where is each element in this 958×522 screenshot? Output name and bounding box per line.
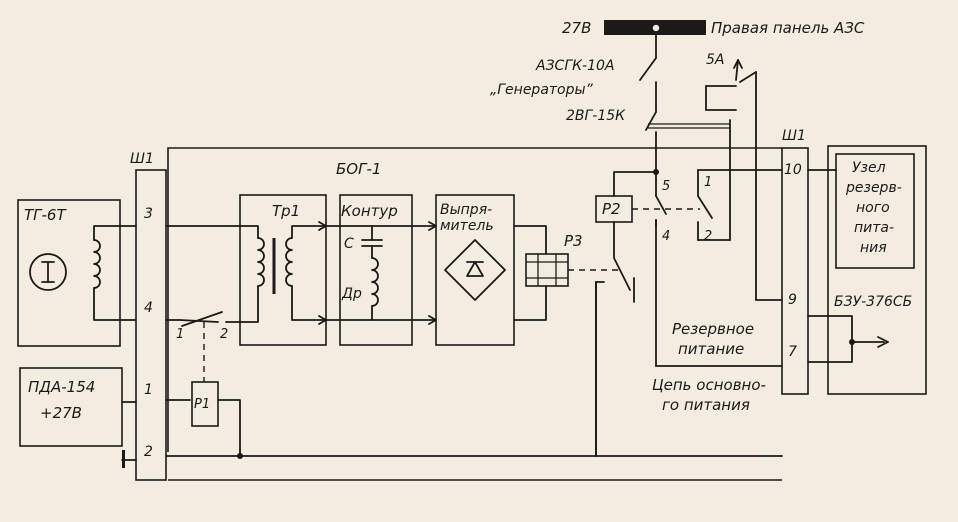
relay-p2-label: Р2 <box>602 200 621 218</box>
reserve-unit-line3: ного <box>856 200 890 216</box>
p1-contact-left: 1 <box>176 327 184 342</box>
reserve-unit-line1: Узел <box>852 160 886 176</box>
switch-label: 2ВГ-15К <box>566 108 626 124</box>
sw-contact-bottom: 2 <box>704 229 712 244</box>
switch-2vg <box>645 111 731 241</box>
relay-p3-label: Р3 <box>564 232 583 250</box>
bus-bar <box>604 20 706 59</box>
relay-p1 <box>191 381 241 457</box>
pin-3: 3 <box>144 206 153 222</box>
bus-panel-label: Правая панель АЗС <box>711 19 865 37</box>
connector-right-name: Ш1 <box>782 128 806 144</box>
resonant-circuit <box>339 194 437 346</box>
reserve-unit-line4: пита- <box>854 220 894 236</box>
reserve-power-unit <box>835 153 915 269</box>
connector-right <box>755 147 837 395</box>
pin-1: 1 <box>144 382 153 398</box>
bus-voltage: 27В <box>562 19 591 37</box>
reserve-unit-line5: ния <box>860 240 887 256</box>
reserve-switch <box>697 169 783 241</box>
pin-9: 9 <box>788 292 797 308</box>
bzu-block <box>807 145 927 395</box>
connector-left-name: Ш1 <box>130 151 154 167</box>
generator-name: ТГ-6Т <box>24 206 67 224</box>
bog-1-block <box>167 147 782 481</box>
capacitor-label: С <box>344 236 354 252</box>
sw-contact-top: 1 <box>704 175 712 190</box>
transformer-tr1 <box>239 194 341 346</box>
pin-10: 10 <box>784 162 802 178</box>
rectifier <box>435 194 547 346</box>
rectifier-line1: Выпря- <box>440 202 492 218</box>
breaker-azs-label: АЗСГК-10А <box>535 58 615 74</box>
fuse-label: 5А <box>706 52 724 68</box>
reserve-unit-line2: резерв- <box>845 180 902 196</box>
fuse-5a <box>705 59 757 301</box>
block-title: БОГ-1 <box>336 160 381 178</box>
breaker-azs <box>639 57 737 113</box>
p2-contact-top: 5 <box>662 179 670 194</box>
connector-left <box>135 169 167 481</box>
note-reserve-line1: Резервное <box>672 320 754 338</box>
pin-4: 4 <box>144 300 153 316</box>
relay-p1-label: Р1 <box>194 397 210 412</box>
circuit-label: Контур <box>341 202 398 220</box>
choke-label: Др <box>341 286 362 302</box>
sensor-line2: +27В <box>40 404 82 422</box>
note-main-line2: го питания <box>662 396 750 414</box>
p2-contact-bottom: 4 <box>662 229 670 244</box>
relay-p3 <box>525 253 622 287</box>
p1-contact-right: 2 <box>220 327 228 342</box>
rectifier-line2: митель <box>440 218 494 234</box>
generator-tg6t <box>17 199 137 347</box>
pin-7: 7 <box>788 344 797 360</box>
transformer-label: Тр1 <box>272 202 300 220</box>
pin-2: 2 <box>144 444 153 460</box>
input-wiring <box>165 225 783 459</box>
bzu-name: БЗУ-376СБ <box>834 294 912 310</box>
sensor-pda154 <box>19 367 137 468</box>
breaker-azs-caption: „Генераторы” <box>490 82 594 98</box>
note-main-line1: Цепь основно- <box>652 376 766 394</box>
note-reserve-line2: питание <box>678 340 744 358</box>
sensor-line1: ПДА-154 <box>28 378 95 396</box>
